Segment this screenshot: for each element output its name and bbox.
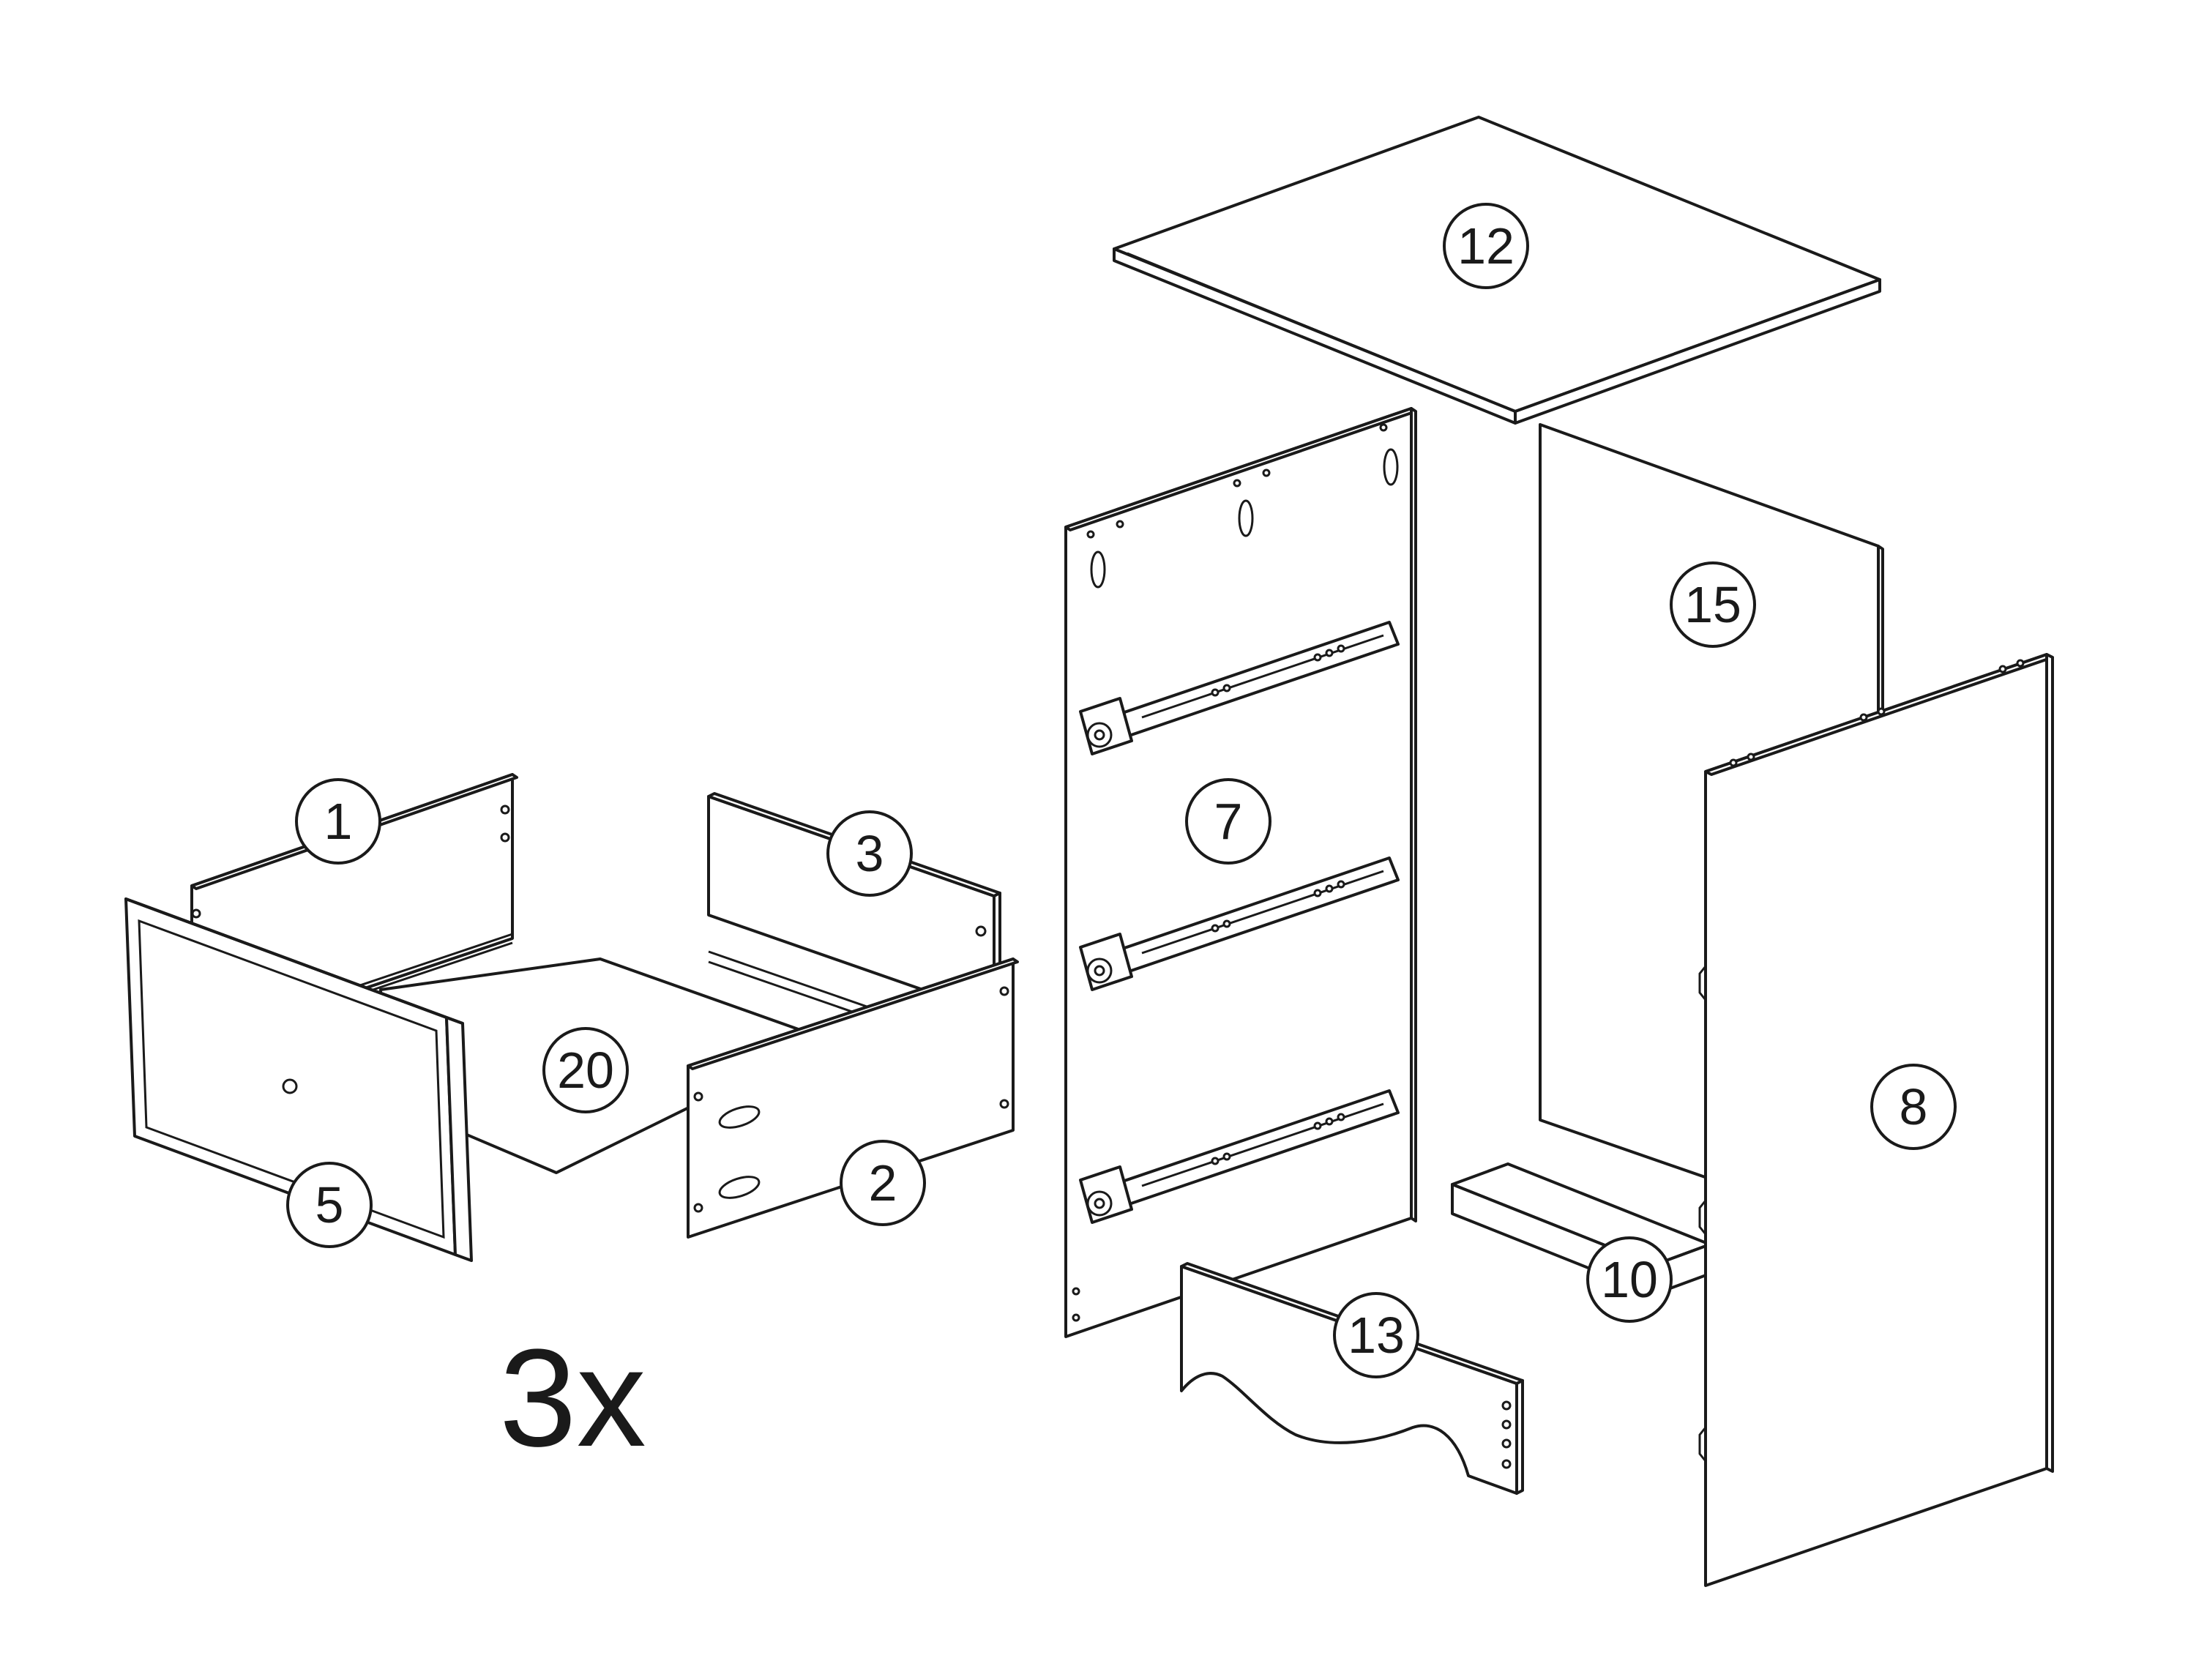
callout-label-1: 1 <box>324 793 353 850</box>
callout-5: 5 <box>286 1162 373 1248</box>
callout-label-13: 13 <box>1348 1307 1405 1364</box>
plinth-13 <box>1180 1262 1524 1495</box>
drawer-runner-1 <box>1079 621 1400 755</box>
callout-7: 7 <box>1185 778 1271 865</box>
callout-3: 3 <box>826 810 913 897</box>
callout-13: 13 <box>1333 1292 1419 1378</box>
drawer-front-panel-5 <box>124 897 473 1262</box>
callout-2: 2 <box>840 1140 926 1226</box>
quantity-label: 3x <box>499 1321 646 1476</box>
callout-label-2: 2 <box>869 1154 897 1212</box>
drawer-runner-3 <box>1079 1089 1400 1224</box>
callout-label-5: 5 <box>315 1176 344 1233</box>
drawer-side-panel-2 <box>687 957 1019 1239</box>
callout-15: 15 <box>1670 561 1756 648</box>
callout-label-10: 10 <box>1601 1251 1658 1308</box>
callout-label-8: 8 <box>1900 1078 1928 1135</box>
callout-20: 20 <box>542 1027 629 1113</box>
drawer-runner-2 <box>1079 856 1400 991</box>
callout-label-15: 15 <box>1684 576 1741 633</box>
callout-label-7: 7 <box>1214 793 1243 850</box>
callout-8: 8 <box>1870 1064 1957 1150</box>
callout-1: 1 <box>295 778 381 865</box>
callout-label-12: 12 <box>1457 217 1515 275</box>
callout-label-3: 3 <box>856 825 884 882</box>
side-panel-7 <box>1064 407 1417 1338</box>
callout-label-20: 20 <box>557 1042 614 1099</box>
callout-12: 12 <box>1443 203 1529 289</box>
callout-10: 10 <box>1586 1236 1673 1323</box>
